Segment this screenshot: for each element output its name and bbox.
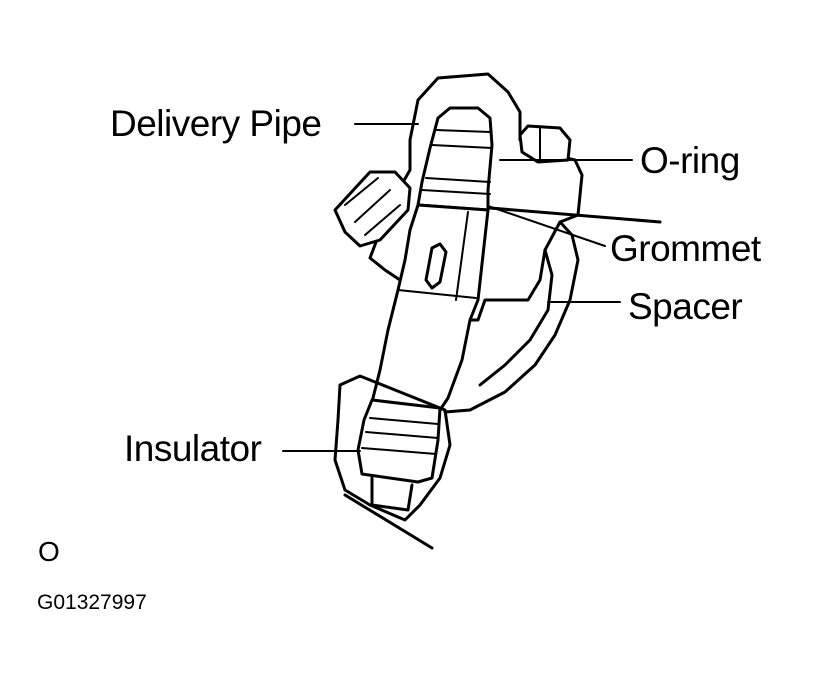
- injector-tip: [356, 398, 442, 484]
- injector-window: [424, 242, 448, 290]
- oring-groove-1: [435, 129, 491, 133]
- oring-groove-4: [421, 189, 491, 195]
- connector-detail: [344, 177, 401, 236]
- upper-sweep-line: [488, 206, 662, 224]
- base-line: [343, 493, 434, 550]
- tip-groove-1: [369, 417, 439, 425]
- figure-id: G01327997: [37, 591, 147, 614]
- insulator-housing: [333, 374, 452, 522]
- bolt: [518, 124, 572, 164]
- label-delivery-pipe: Delivery Pipe: [110, 103, 322, 144]
- leader-grommet: [487, 205, 606, 247]
- body-edge: [455, 211, 469, 301]
- corner-mark: O: [38, 536, 60, 567]
- tip-nozzle: [370, 476, 414, 512]
- spacer-outline: [443, 220, 580, 414]
- label-insulator: Insulator: [124, 428, 262, 469]
- tip-groove-3: [361, 447, 437, 455]
- oring-groove-3: [425, 177, 491, 183]
- label-spacer: Spacer: [628, 286, 743, 327]
- tip-groove-2: [365, 431, 439, 439]
- connector: [333, 170, 412, 248]
- label-grommet: Grommet: [610, 228, 761, 269]
- spacer-inner: [478, 248, 554, 387]
- body-waist: [397, 289, 477, 299]
- label-o-ring: O-ring: [640, 140, 740, 181]
- oring-groove-2: [431, 144, 493, 149]
